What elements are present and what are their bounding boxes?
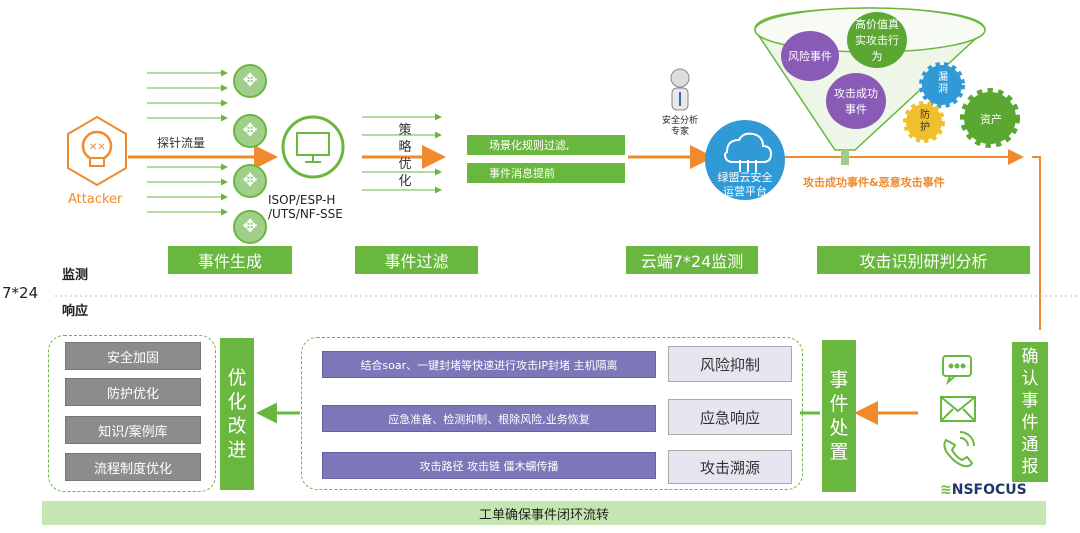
filter-bar-line1: 场景化规则过滤, [467, 135, 625, 155]
stage-attack-analysis: 攻击识别研判分析 [817, 246, 1030, 274]
optimize-item: 流程制度优化 [65, 453, 201, 481]
respond-label: 响应 [62, 304, 89, 319]
phone-icon [943, 431, 975, 468]
optimize-item: 防护优化 [65, 378, 201, 406]
expert-label: 安全分析专家 [661, 116, 698, 137]
router-icon: ✥ [233, 210, 267, 244]
disposal-desc: 攻击路径 攻击链 僵木蠕传播 [322, 452, 656, 479]
attacker-label: Attacker [68, 192, 123, 207]
stage-cloud-monitor: 云端7*24监测 [626, 246, 758, 274]
filter-bar-line2: 事件消息提前 [467, 163, 625, 183]
gear-vuln-label: 漏洞 [938, 72, 948, 95]
mail-icon [940, 396, 976, 422]
confirm-title: 确认事件通报 [1012, 342, 1048, 482]
disposal-label: 应急响应 [668, 399, 792, 435]
router-icon: ✥ [233, 164, 267, 198]
strategy-optimize-text: 策略优化 [398, 123, 412, 189]
stage-event-generate: 事件生成 [168, 246, 292, 274]
funnel-risk-event: 风险事件 [781, 31, 839, 81]
isop-label: ISOP/ESP-H/UTS/NF-SSE [268, 193, 343, 221]
router-icon: ✥ [233, 114, 267, 148]
success-malicious-label: 攻击成功事件&恶意攻击事件 [803, 176, 945, 189]
expert-figure-icon [670, 68, 690, 111]
gear-protect-label: 防护 [920, 110, 930, 133]
optimize-item: 安全加固 [65, 342, 201, 370]
probe-flow-label: 探针流量 [157, 136, 206, 150]
stage-event-filter: 事件过滤 [355, 246, 478, 274]
svg-text:✕✕: ✕✕ [89, 142, 106, 153]
monitor-label: 监测 [62, 268, 89, 283]
nsfocus-mark-icon: ≋ [940, 482, 952, 498]
optimize-item: 知识/案例库 [65, 416, 201, 444]
disposal-label: 风险抑制 [668, 346, 792, 382]
funnel-high-value: 高价值真实攻击行为 [847, 12, 907, 68]
disposal-label: 攻击溯源 [668, 450, 792, 484]
optimize-title: 优化改进 [220, 338, 254, 490]
disposal-desc: 结合soar、一键封堵等快速进行攻击IP封堵 主机隔离 [322, 351, 656, 378]
optimize-group [48, 335, 216, 492]
disposal-group [301, 337, 803, 490]
nsfocus-logo: ≋NSFOCUS [940, 482, 1027, 498]
router-icon: ✥ [233, 64, 267, 98]
disposal-desc: 应急准备、检测抑制、根除风险,业务恢复 [322, 405, 656, 432]
chat-icon [942, 355, 972, 386]
gear-asset-label: 资产 [980, 113, 1002, 126]
disposal-title: 事件处置 [822, 340, 856, 492]
funnel-success-event: 攻击成功事件 [826, 73, 886, 129]
filter-bar: 场景化规则过滤, 事件消息提前 [467, 135, 625, 183]
cloud-platform-label: 绿盟云安全运营平台 [717, 171, 773, 198]
seven24-label: 7*24 [2, 284, 39, 302]
ticket-bar: 工单确保事件闭环流转 [42, 501, 1046, 525]
